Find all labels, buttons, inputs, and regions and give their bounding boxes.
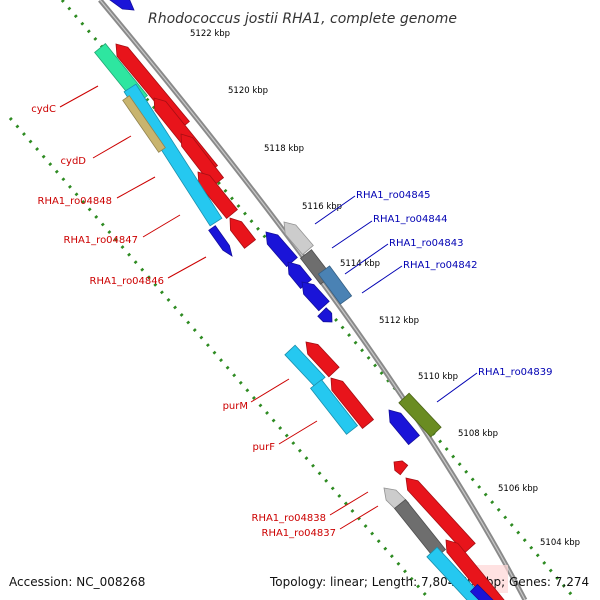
tick-label-5110: 5110 kbp — [418, 372, 458, 382]
leader-line-purM — [250, 378, 290, 403]
gene-red-purM-1 — [305, 341, 340, 378]
gene-blue-ro04842 — [317, 307, 333, 323]
gene-label-ro04847: RHA1_ro04847 — [64, 235, 139, 246]
gene-label-ro04839: RHA1_ro04839 — [478, 367, 553, 378]
leader-line-ro04837 — [339, 505, 379, 530]
gene-top-partial — [109, 0, 135, 11]
leader-line-ro04839 — [436, 372, 478, 403]
leader-line-cydD — [92, 135, 132, 159]
tick-label-5108: 5108 kbp — [458, 429, 498, 439]
accession-text: Accession: NC_008268 — [9, 575, 145, 589]
map-title: Rhodococcus jostii RHA1, complete genome — [148, 11, 457, 27]
gene-grey-ro04837 — [393, 499, 447, 559]
leader-line-ro04842 — [361, 265, 403, 294]
leader-line-ro04843 — [344, 243, 389, 275]
gene-steel-ro04843 — [317, 265, 353, 305]
genome-backbone-highlight — [99, 0, 526, 600]
gene-red-bottom-2 — [405, 477, 476, 554]
gene-blue-ro04846 — [208, 225, 233, 257]
leader-line-ro04838 — [329, 491, 369, 516]
leader-line-ro04846 — [167, 256, 207, 279]
gene-label-ro04844: RHA1_ro04844 — [373, 214, 448, 225]
gene-label-cydC: cydC — [31, 104, 56, 115]
tick-label-5116: 5116 kbp — [302, 202, 342, 212]
gene-label-ro04843: RHA1_ro04843 — [389, 238, 464, 249]
gene-blue-mid-1 — [265, 231, 298, 268]
leader-line-ro04847 — [142, 214, 181, 238]
leader-line-ro04844 — [331, 220, 373, 249]
gene-label-ro04837: RHA1_ro04837 — [262, 528, 337, 539]
scale-track-outer — [60, 0, 578, 600]
gene-label-purM: purM — [223, 401, 248, 412]
gene-label-cydD: cydD — [61, 156, 87, 167]
gene-cyan-purF — [309, 379, 359, 435]
gene-red-bottom-3 — [445, 539, 505, 600]
gene-blue-mid-3 — [301, 281, 330, 312]
gene-blue-ro04839 — [388, 409, 420, 446]
gene-label-ro04846: RHA1_ro04846 — [90, 276, 165, 287]
gene-features — [94, 0, 505, 600]
tick-label-5112: 5112 kbp — [379, 316, 419, 326]
leader-line-ro04848 — [116, 176, 156, 199]
gene-label-ro04842: RHA1_ro04842 — [403, 260, 478, 271]
gene-tan — [122, 95, 166, 153]
gene-cyan-cydD — [123, 83, 223, 227]
tick-label-5120: 5120 kbp — [228, 86, 268, 96]
gene-red-3 — [180, 133, 225, 187]
gene-olive — [398, 392, 442, 438]
tick-label-5106: 5106 kbp — [498, 484, 538, 494]
leader-line-cydC — [59, 85, 99, 108]
gene-red-5 — [229, 217, 257, 249]
topology-text: Topology: linear; Length: 7,804,765 bp; … — [269, 575, 589, 589]
leader-line-ro04845 — [314, 195, 356, 225]
gene-blue-bottom — [469, 583, 494, 600]
gene-label-ro04838: RHA1_ro04838 — [252, 513, 327, 524]
gene-cyan-purM — [284, 344, 326, 388]
tick-label-5118: 5118 kbp — [264, 144, 304, 154]
gene-label-purF: purF — [252, 442, 275, 453]
gene-label-ro04848: RHA1_ro04848 — [38, 196, 113, 207]
leader-line-purF — [278, 420, 318, 445]
gene-red-bottom-1 — [393, 460, 409, 476]
gene-cyan-bottom — [426, 546, 487, 600]
gene-lightgrey-ro04845 — [283, 221, 314, 256]
gene-label-ro04845: RHA1_ro04845 — [356, 190, 431, 201]
tick-label-5122: 5122 kbp — [190, 29, 230, 39]
tick-label-5104: 5104 kbp — [540, 538, 580, 548]
gene-red-purF — [330, 377, 375, 429]
